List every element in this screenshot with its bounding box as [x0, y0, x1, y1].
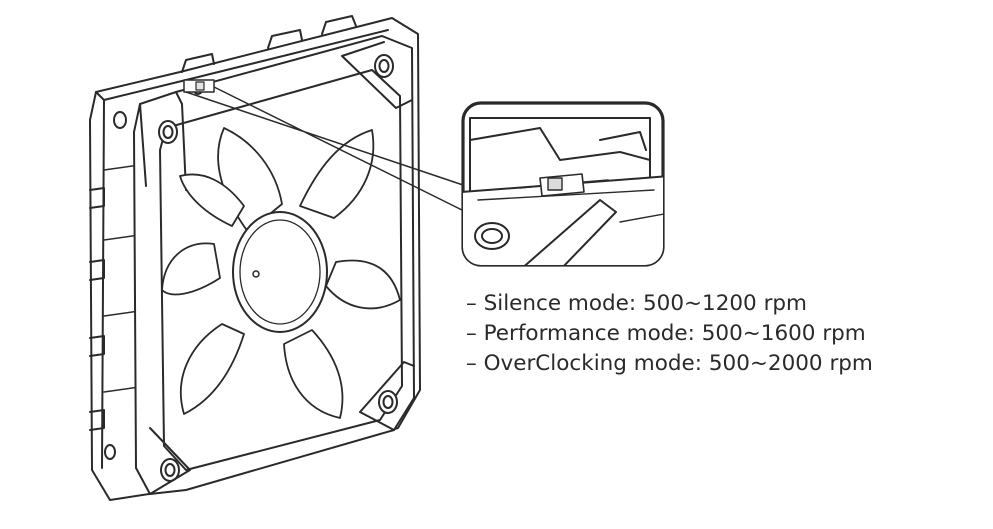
frame-side-slots: [89, 163, 147, 431]
frame-top-notches: [181, 15, 357, 73]
zoom-pointer: [185, 85, 467, 213]
fan-hub: [232, 211, 328, 333]
fan-blades: [161, 127, 401, 419]
silence-mode-line: – Silence mode: 500~1200 rpm: [466, 291, 807, 316]
speed-mode-list: – Silence mode: 500~1200 rpm – Performan…: [466, 289, 873, 379]
overclocking-mode-line: – OverClocking mode: 500~2000 rpm: [466, 351, 873, 376]
performance-mode-line: – Performance mode: 500~1600 rpm: [466, 321, 866, 346]
screw-hole-icon: [104, 54, 398, 482]
